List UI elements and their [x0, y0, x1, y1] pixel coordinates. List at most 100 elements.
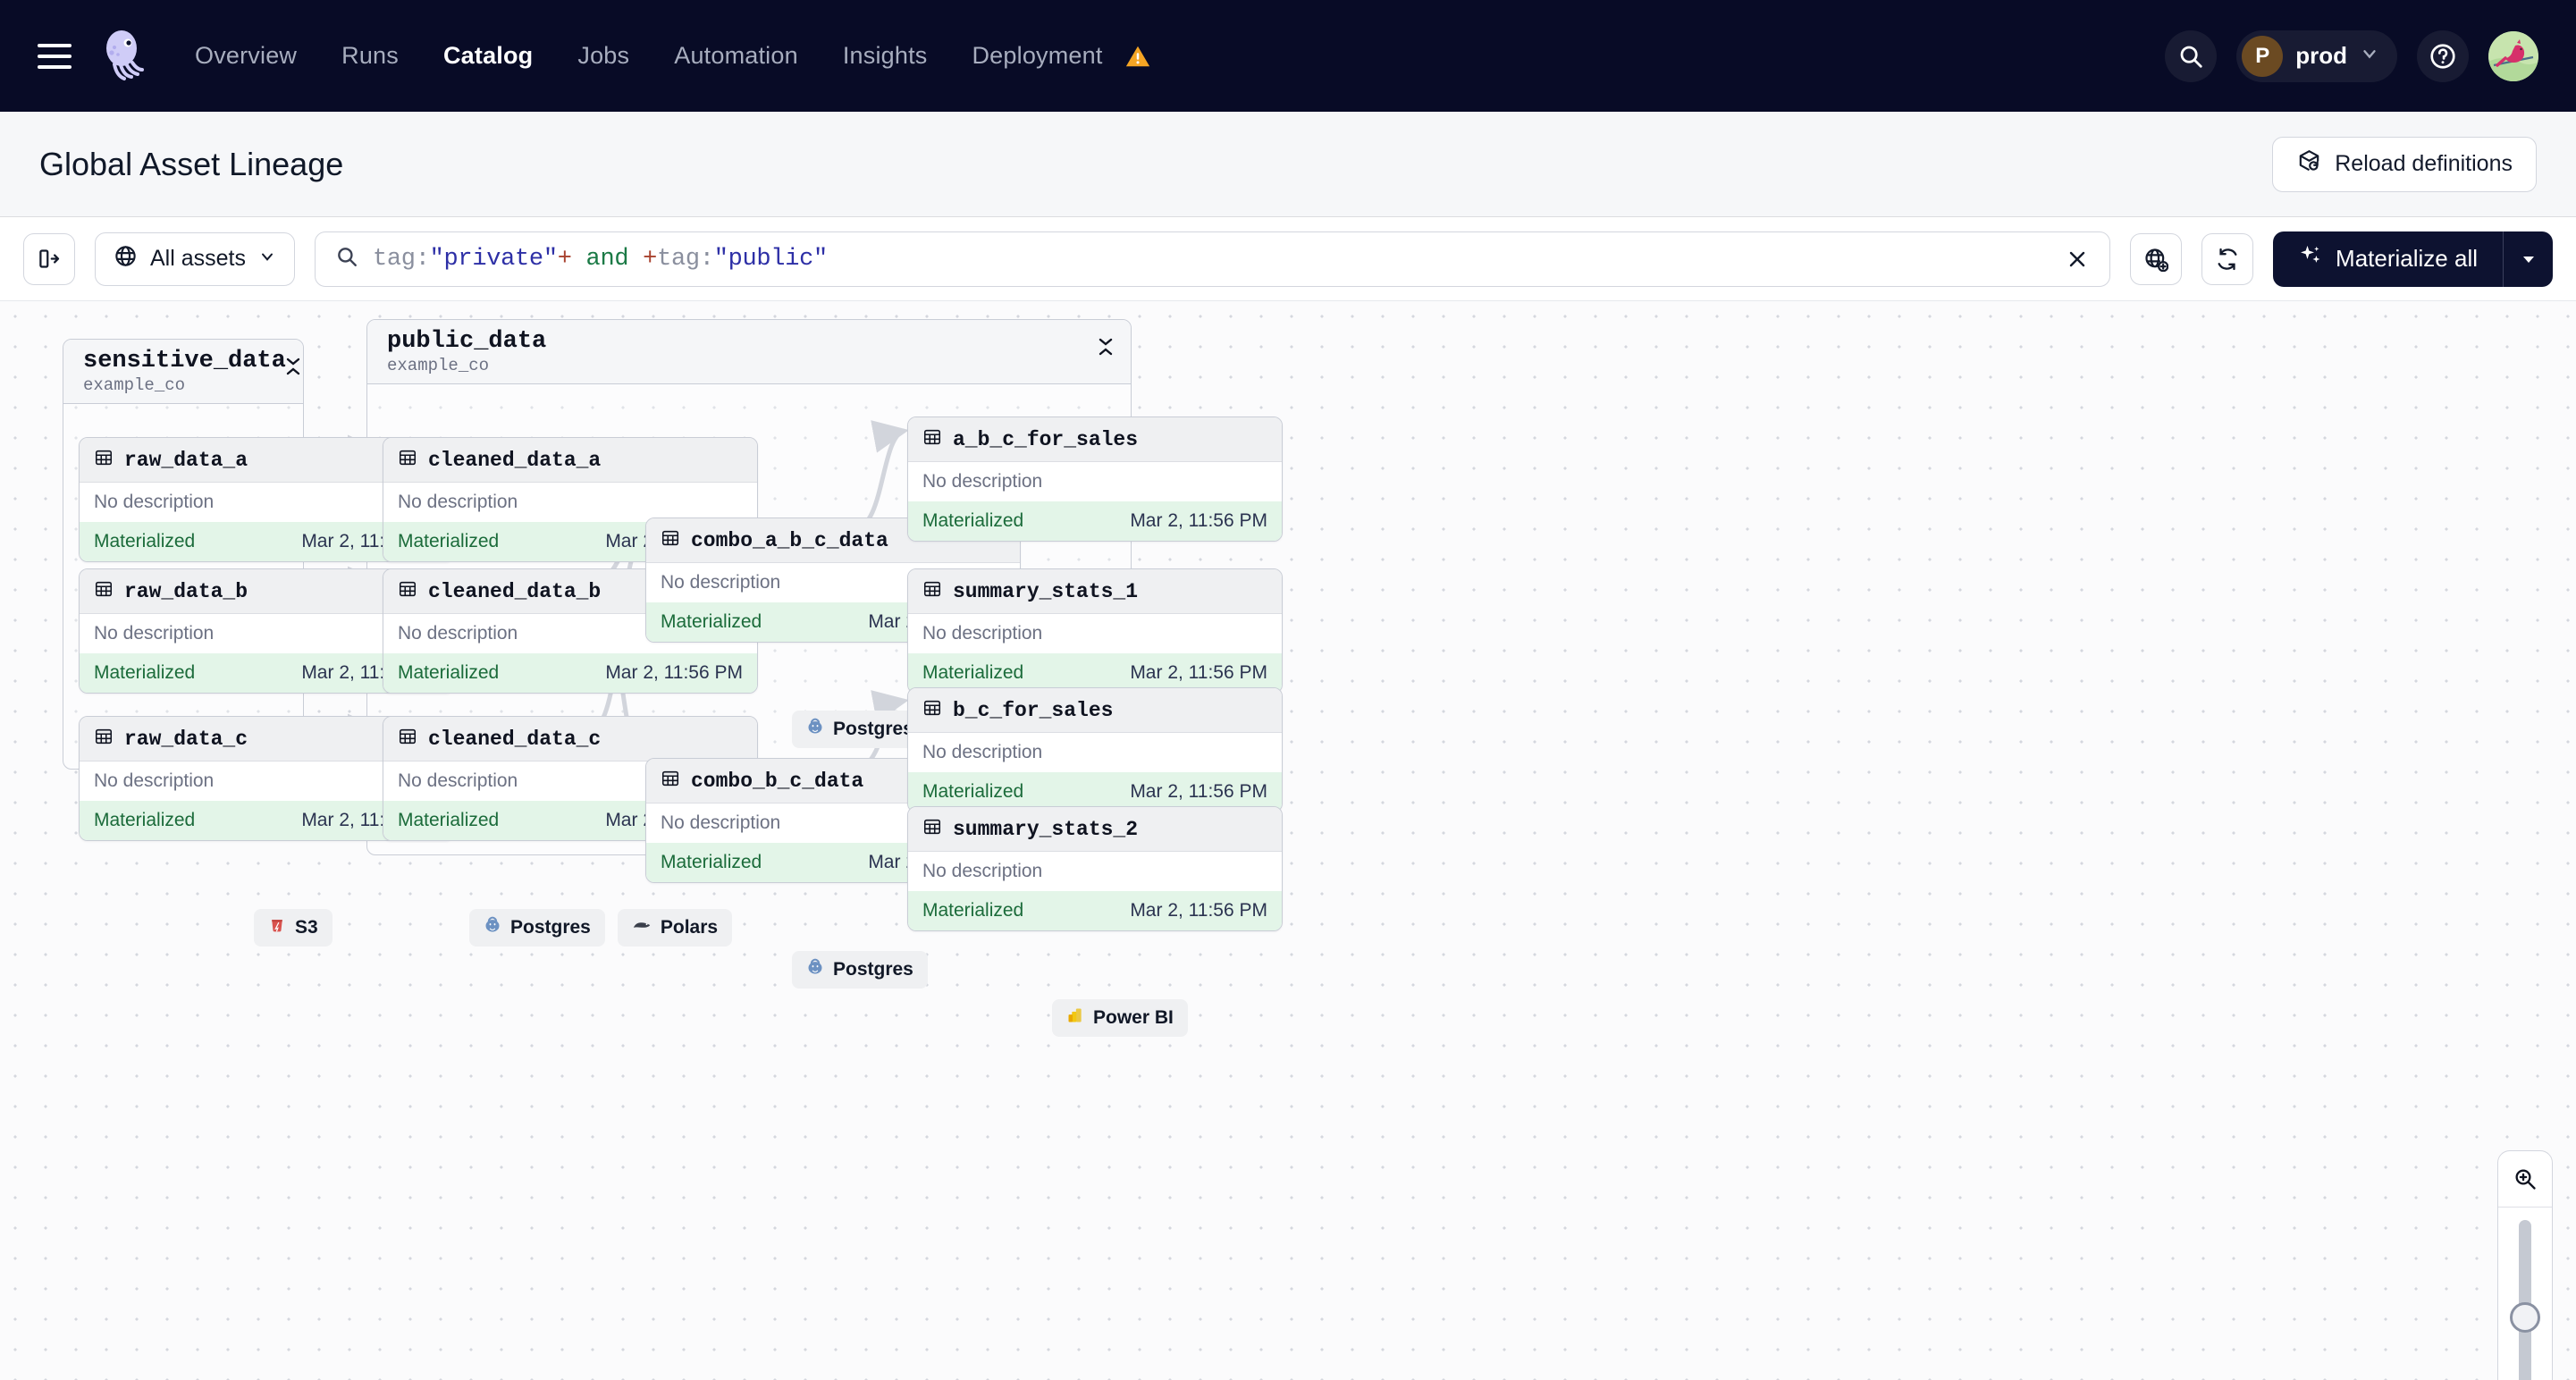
asset-node-title: raw_data_a [124, 448, 248, 472]
zoom-controls [2497, 1150, 2553, 1380]
collapse-group-icon[interactable] [1099, 338, 1113, 356]
divider [2498, 1207, 2552, 1208]
nav-right-group: P prod [2165, 29, 2538, 82]
nav-link-overview[interactable]: Overview [195, 42, 298, 69]
table-icon [94, 727, 114, 751]
asset-node-description: No description [908, 462, 1282, 501]
asset-node-summary-stats-2[interactable]: summary_stats_2 No description Materiali… [907, 806, 1283, 931]
chevron-down-icon [258, 246, 276, 272]
asset-scope-label: All assets [150, 246, 246, 271]
page-header: Global Asset Lineage Reload definitions [0, 112, 2576, 217]
zoom-slider[interactable] [2498, 1208, 2552, 1380]
nav-link-runs[interactable]: Runs [341, 42, 399, 69]
asset-node-timestamp: Mar 2, 11:56 PM [1130, 510, 1267, 531]
zoom-in-button[interactable] [2498, 1151, 2552, 1207]
zoom-slider-track [2519, 1220, 2531, 1380]
asset-node-title: combo_b_c_data [691, 769, 864, 793]
deployment-selector[interactable]: P prod [2236, 29, 2397, 82]
asset-tag-postgres[interactable]: Postgres [792, 951, 928, 989]
asset-tag-label: Postgres [833, 959, 913, 980]
sparkle-icon [2298, 243, 2323, 274]
asset-tag-label: Power BI [1093, 1007, 1174, 1028]
global-search-icon[interactable] [2165, 29, 2218, 82]
materialize-all-label-group[interactable]: Materialize all [2273, 243, 2503, 274]
asset-node-status-label: Materialized [398, 662, 500, 683]
asset-node-status-label: Materialized [94, 662, 196, 683]
asset-scope-selector[interactable]: All assets [95, 231, 295, 286]
asset-group-header: sensitive_data example_co [63, 340, 303, 404]
powerbi-icon [1066, 1006, 1084, 1030]
asset-node-b-c-for-sales[interactable]: b_c_for_sales No description Materialize… [907, 687, 1283, 812]
asset-node-title: cleaned_data_c [428, 727, 602, 751]
asset-node-summary-stats-1[interactable]: summary_stats_1 No description Materiali… [907, 568, 1283, 694]
lineage-toolbar: All assets tag:"private"+ and +tag:"publ… [0, 217, 2576, 301]
asset-node-status: Materialized Mar 2, 11:56 PM [908, 501, 1282, 541]
asset-tag-power-bi[interactable]: Power BI [1052, 999, 1188, 1037]
zoom-slider-thumb[interactable] [2510, 1302, 2540, 1333]
lineage-canvas[interactable]: sensitive_data example_co public_data ex… [0, 301, 2576, 1380]
reload-definitions-label: Reload definitions [2335, 151, 2513, 176]
asset-node-timestamp: Mar 2, 11:56 PM [605, 662, 743, 683]
asset-tag-label: Postgres [510, 917, 591, 938]
reload-definitions-button[interactable]: Reload definitions [2272, 136, 2537, 192]
asset-node-description: No description [908, 733, 1282, 772]
asset-node-status-label: Materialized [922, 510, 1024, 531]
table-icon [398, 727, 417, 751]
dagster-logo-icon[interactable] [97, 29, 152, 84]
deployment-warning-icon[interactable] [1124, 43, 1151, 70]
materialize-all-button[interactable]: Materialize all [2273, 231, 2553, 287]
asset-node-description: No description [383, 614, 757, 653]
asset-tag-postgres[interactable]: Postgres [792, 711, 928, 748]
collapse-group-icon[interactable] [286, 358, 300, 375]
asset-tag-row: Postgres Polars [469, 909, 733, 947]
table-icon [922, 698, 942, 722]
postgres-icon [484, 916, 501, 939]
table-icon [922, 817, 942, 841]
asset-node-title: raw_data_b [124, 579, 248, 603]
asset-node-a-b-c-for-sales[interactable]: a_b_c_for_sales No description Materiali… [907, 417, 1283, 542]
materialize-dropdown-button[interactable] [2503, 231, 2553, 287]
asset-tag-s3[interactable]: S3 [254, 909, 333, 947]
asset-group-name: public_data [387, 328, 547, 355]
asset-node-status-label: Materialized [922, 662, 1024, 683]
lineage-search-box[interactable]: tag:"private"+ and +tag:"public" [314, 231, 2111, 287]
nav-link-deployment[interactable]: Deployment [972, 42, 1103, 69]
postgres-icon [806, 958, 824, 981]
clear-search-icon[interactable] [2065, 247, 2090, 272]
zoom-slider-group [2497, 1150, 2553, 1380]
table-icon [661, 528, 680, 552]
asset-node-status: Materialized Mar 2, 11:56 PM [383, 653, 757, 693]
asset-node-header: b_c_for_sales [908, 688, 1282, 733]
asset-node-status-label: Materialized [922, 781, 1024, 802]
asset-tag-label: S3 [295, 917, 318, 938]
page-title: Global Asset Lineage [39, 145, 344, 182]
search-icon [335, 245, 358, 273]
deployment-name: prod [2295, 42, 2347, 69]
asset-tag-row: S3 [254, 909, 333, 947]
nav-link-catalog[interactable]: Catalog [442, 42, 534, 69]
nav-link-automation[interactable]: Automation [674, 42, 798, 69]
search-input[interactable]: tag:"private"+ and +tag:"public" [373, 246, 828, 273]
help-icon[interactable] [2417, 29, 2469, 82]
table-icon [398, 579, 417, 603]
polars-icon [632, 917, 652, 938]
asset-tag-postgres[interactable]: Postgres [469, 909, 605, 947]
box-refresh-icon [2296, 148, 2322, 181]
asset-node-title: a_b_c_for_sales [953, 427, 1139, 451]
hamburger-menu-icon[interactable] [38, 43, 72, 69]
asset-node-header: a_b_c_for_sales [908, 417, 1282, 462]
table-icon [398, 448, 417, 472]
asset-node-status-label: Materialized [94, 531, 196, 551]
query-token-and: and [571, 245, 644, 273]
asset-node-cleaned-data-b[interactable]: cleaned_data_b No description Materializ… [383, 568, 758, 694]
globe-add-button[interactable] [2130, 232, 2183, 285]
asset-node-timestamp: Mar 2, 11:56 PM [1130, 781, 1267, 802]
nav-link-insights[interactable]: Insights [842, 42, 928, 69]
user-avatar[interactable] [2488, 30, 2538, 81]
asset-tag-polars[interactable]: Polars [617, 909, 733, 947]
table-icon [94, 579, 114, 603]
sidebar-toggle-button[interactable] [23, 232, 75, 285]
refresh-button[interactable] [2201, 232, 2254, 285]
nav-link-jobs[interactable]: Jobs [577, 42, 630, 69]
asset-node-description: No description [908, 614, 1282, 653]
